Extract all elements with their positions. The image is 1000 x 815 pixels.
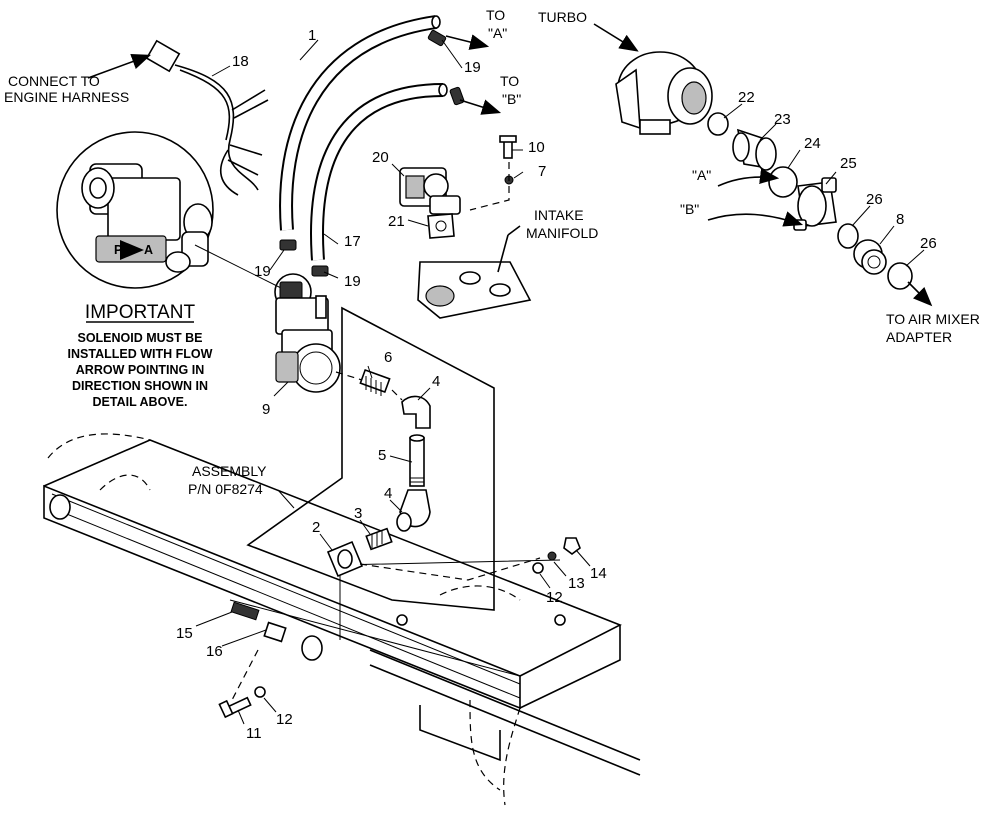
important-note: IMPORTANT SOLENOID MUST BE INSTALLED WIT…	[68, 302, 213, 409]
callout-3: 3	[354, 505, 362, 522]
important-line: ARROW POINTING IN	[76, 363, 204, 377]
callout-22: 22	[738, 89, 755, 106]
label-assembly: ASSEMBLY	[192, 463, 267, 479]
callout-18: 18	[232, 53, 249, 70]
callout-26-b: 26	[920, 235, 937, 252]
solenoid-flow-mark-2: A	[144, 243, 153, 257]
callout-4: 4	[432, 373, 440, 390]
assembly-outline	[246, 306, 495, 611]
hose-1	[279, 15, 441, 231]
elbow-4-lower	[396, 489, 431, 532]
label-air-mixer: TO AIR MIXER	[886, 311, 980, 327]
elbow-4-upper	[401, 395, 431, 429]
flange-2	[326, 540, 364, 578]
adapter-25	[793, 177, 837, 231]
turbo	[615, 51, 713, 135]
nipple-6	[359, 368, 391, 396]
oring-26-2	[887, 262, 913, 290]
label-turbo: TURBO	[538, 9, 587, 25]
clamp-22	[707, 112, 729, 136]
callout-5: 5	[378, 447, 386, 464]
label-connect-2: ENGINE HARNESS	[4, 89, 129, 105]
callout-6: 6	[384, 349, 392, 366]
callout-26: 26	[866, 191, 883, 208]
callout-7: 7	[538, 163, 546, 180]
washer-12	[532, 562, 544, 574]
callout-16: 16	[206, 643, 223, 660]
labels: TO "A" TO "B" TURBO CONNECT TO ENGINE HA…	[4, 7, 980, 497]
callout-23: 23	[774, 111, 791, 128]
important-line: SOLENOID MUST BE	[77, 331, 202, 345]
label-to-b-2: "B"	[502, 91, 521, 107]
label-adapter: ADAPTER	[886, 329, 952, 345]
callout-11: 11	[246, 725, 262, 742]
callout-21: 21	[388, 213, 405, 230]
frame-rail	[43, 433, 641, 806]
callout-9: 9	[262, 401, 270, 418]
washer-12-b	[254, 686, 266, 698]
oring-26	[837, 223, 859, 249]
callout-15: 15	[176, 625, 193, 642]
callout-19-b: 19	[254, 263, 271, 280]
callout-19-a: 19	[464, 59, 481, 76]
gasket-21	[427, 213, 455, 239]
label-intake: INTAKE	[534, 207, 584, 223]
lockwasher-13	[547, 551, 557, 561]
leader-lines	[195, 39, 925, 725]
pipe-5	[409, 434, 425, 487]
label-connect: CONNECT TO	[8, 73, 100, 89]
callout-4-b: 4	[384, 485, 392, 502]
callouts: 1 2 3 4 4 5 6 7 8 9 10 11 12 12 13 14 15…	[176, 27, 937, 742]
label-to-a-2: "A"	[488, 25, 507, 41]
important-line: DIRECTION SHOWN IN	[72, 379, 208, 393]
callout-10: 10	[528, 139, 545, 156]
valve-assembly	[274, 273, 341, 393]
callout-12: 12	[276, 711, 293, 728]
coupler-23	[732, 128, 777, 171]
hose-17	[310, 83, 448, 261]
engine-harness	[145, 39, 269, 196]
label-to-b: TO	[500, 73, 519, 89]
solenoid-flow-mark: P	[114, 243, 122, 257]
bolt-10	[499, 135, 517, 159]
label-part-number: P/N 0F8274	[188, 481, 263, 497]
callout-14: 14	[590, 565, 607, 582]
label-to-a: TO	[486, 7, 505, 23]
solenoid-detail: P A	[56, 131, 214, 289]
callout-20: 20	[372, 149, 389, 166]
nipple-3	[365, 527, 393, 551]
label-manifold: MANIFOLD	[526, 225, 598, 241]
callout-25: 25	[840, 155, 857, 172]
clamp-24	[768, 166, 798, 198]
important-line: INSTALLED WITH FLOW	[68, 347, 213, 361]
callout-1: 1	[308, 27, 316, 44]
label-port-b: "B"	[680, 201, 699, 217]
bolt-11	[218, 696, 252, 719]
callout-13: 13	[568, 575, 585, 592]
important-line: DETAIL ABOVE.	[93, 395, 188, 409]
label-port-a: "A"	[692, 167, 711, 183]
callout-19-c: 19	[344, 273, 361, 290]
intake-manifold	[417, 261, 532, 319]
callout-17: 17	[344, 233, 361, 250]
callout-12-b: 12	[546, 589, 563, 606]
callout-24: 24	[804, 135, 821, 152]
fitting-8	[853, 239, 887, 275]
callout-2: 2	[312, 519, 320, 536]
throttle-20	[399, 167, 461, 215]
important-title: IMPORTANT	[85, 302, 196, 323]
callout-8: 8	[896, 211, 904, 228]
